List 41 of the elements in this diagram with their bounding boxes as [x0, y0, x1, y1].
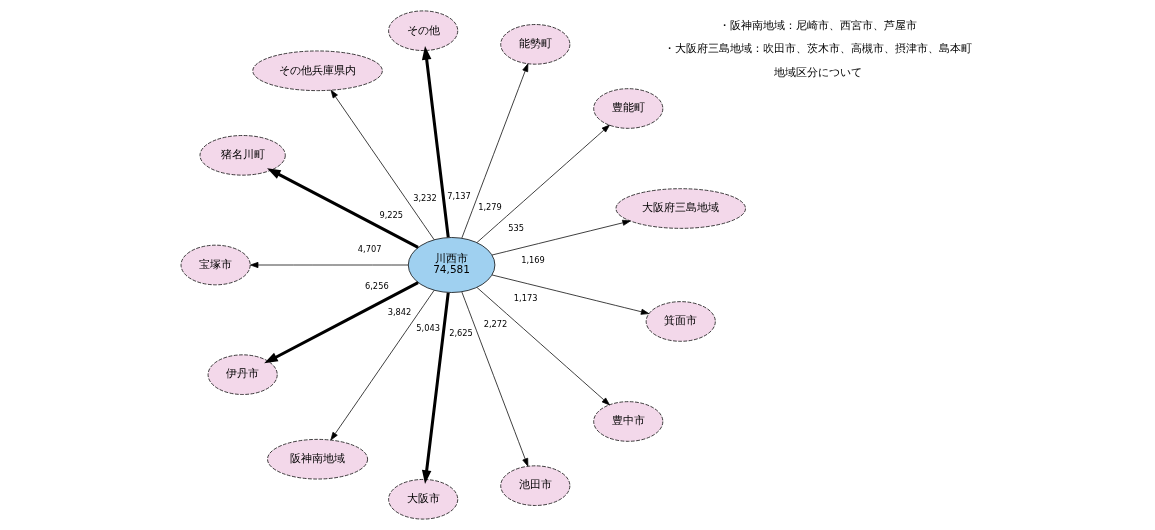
label: ・阪神南地域：尼崎市、西宮市、芦屋市: [718, 19, 917, 32]
edge-label: 2,625: [448, 327, 473, 338]
node-ellipse: 能勢町: [499, 24, 570, 65]
arrow: [330, 89, 434, 240]
arrow: [461, 63, 528, 239]
node-ellipse: 大阪市: [387, 479, 458, 520]
arrow: [329, 290, 434, 441]
edge-label: 1,169: [520, 255, 545, 266]
node-ellipse: 豊中市: [592, 401, 663, 442]
arrow: [476, 124, 610, 243]
node-ellipse: 川西市 74,581: [407, 237, 495, 293]
node-ellipse: 池田市: [499, 465, 570, 506]
arrow: [421, 292, 450, 484]
arrow: [491, 219, 631, 256]
edge-label: 6,256: [364, 280, 389, 291]
edge-label: 535: [507, 222, 524, 233]
edge-label: 3,842: [387, 307, 411, 318]
arrow: [421, 46, 450, 238]
edge-label: 9,225: [378, 209, 403, 220]
arrow: [461, 291, 528, 467]
edge-label: 1,173: [513, 293, 537, 304]
edge-label: 3,232: [412, 193, 437, 204]
edge-label: 5,043: [415, 323, 440, 334]
node-ellipse: 猪名川町: [199, 135, 286, 176]
arrow: [263, 281, 419, 364]
edge-label: 2,272: [483, 318, 507, 329]
edge-label: 1,279: [477, 201, 502, 212]
arrow: [249, 262, 408, 268]
arrow: [266, 168, 419, 249]
label: ・大阪府三島地域：吹田市、茨木市、高槻市、摂津市、島本町: [663, 42, 972, 55]
edge-label: 7,137: [446, 191, 471, 202]
node-ellipse: 阪神南地域: [266, 439, 368, 480]
node-ellipse: 豊能町: [592, 88, 663, 129]
node-ellipse: 宝塚市: [180, 244, 251, 286]
edge-label: 4,707: [357, 243, 381, 254]
node-ellipse: その他: [387, 10, 458, 51]
label: 地域区分について: [773, 65, 862, 78]
arrow: [476, 287, 610, 406]
arrow: [491, 274, 649, 315]
node-ellipse: その他兵庫県内: [251, 50, 383, 91]
node-ellipse: 箕面市: [645, 301, 716, 342]
